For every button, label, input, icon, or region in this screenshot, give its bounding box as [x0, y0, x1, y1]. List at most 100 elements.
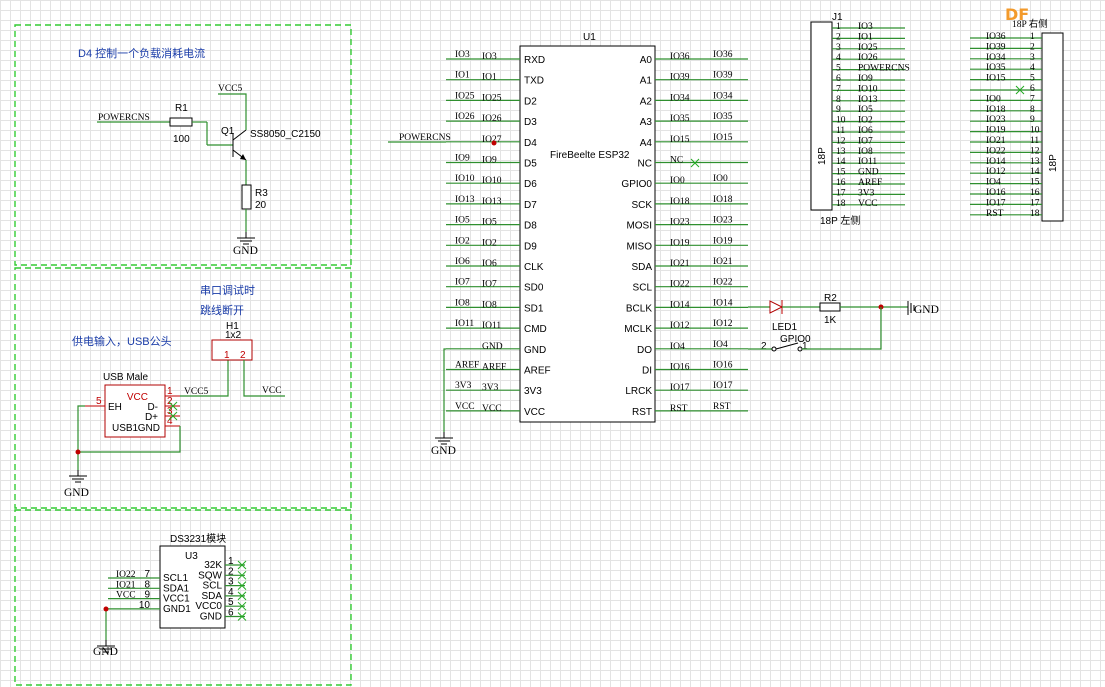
section-title-d4: D4 控制一个负载消耗电流: [78, 46, 205, 60]
usb-pin-num: 3: [167, 406, 173, 417]
u1-right-pin: A3: [640, 117, 653, 128]
u1-right-pin: RST: [632, 407, 652, 418]
j1-pin-num: 12: [836, 136, 846, 146]
u1-right-inner: RST: [670, 404, 688, 414]
u1-right-pin: NC: [638, 159, 652, 170]
u1-right-pin: BCLK: [626, 303, 652, 314]
u1-left-pin: GND: [524, 345, 546, 356]
u1-left-inner: IO13: [482, 197, 502, 207]
no-connect-mark: [1015, 85, 1025, 95]
u1-right-inner: IO22: [670, 280, 690, 290]
u3-left-num: 9: [144, 590, 150, 601]
q1-emitter-arrow: [240, 154, 246, 160]
j1-pin-num: 14: [836, 157, 846, 167]
u3-title: DS3231模块: [170, 533, 226, 545]
u1-left-net: IO26: [455, 112, 475, 122]
u1-left-pin: SD0: [524, 283, 544, 294]
j2-net: IO15: [986, 74, 1006, 84]
j2-pin-num: 17: [1030, 198, 1040, 208]
junction-dot: [75, 449, 81, 455]
net-label-usb-vcc5: VCC5: [184, 387, 209, 397]
u1-right-pin: LRCK: [625, 386, 652, 397]
j2-net: IO23: [986, 115, 1006, 125]
u1-ref: U1: [583, 32, 596, 43]
u1-left-inner: IO10: [482, 176, 502, 186]
u1-left-net: IO7: [455, 278, 470, 288]
j1-net: AREF: [858, 178, 882, 188]
u3-left-pin: VCC1: [163, 594, 190, 605]
j1-net: IO13: [858, 95, 878, 105]
j1-pin-num: 13: [836, 147, 846, 157]
u1-left-inner: IO9: [482, 156, 497, 166]
u1-left-net: IO1: [455, 71, 470, 81]
u1-right-net: IO21: [713, 257, 733, 267]
j2-net: IO36: [986, 32, 1006, 42]
q1-part: SS8050_C2150: [250, 129, 321, 140]
usb-title: USB Male: [103, 372, 148, 383]
j2-pin-num: 6: [1030, 84, 1035, 94]
r2-ref: R2: [824, 293, 837, 304]
j1-net: IO6: [858, 126, 873, 136]
u1-right-net: RST: [713, 402, 731, 412]
u1-right-net: IO16: [713, 361, 733, 371]
net-label-vcc5: VCC5: [218, 84, 243, 94]
switch-contact: [771, 346, 777, 352]
section-frame: [14, 509, 352, 686]
u1-left-pin: TXD: [524, 76, 544, 87]
no-connect-mark: [690, 158, 700, 168]
u1-right-net: IO12: [713, 319, 733, 329]
j2-net: RST: [986, 209, 1004, 219]
j2-pin-num: 8: [1030, 105, 1035, 115]
u1-left-net: IO8: [455, 298, 470, 308]
u1-left-net: IO13: [455, 195, 475, 205]
j1-net: IO25: [858, 43, 878, 53]
j2-pin-num: 11: [1030, 136, 1039, 146]
u1-right-pin: A2: [640, 96, 653, 107]
usb-pin-dminus: D-: [147, 402, 158, 413]
j2-pin-num: 15: [1030, 178, 1040, 188]
u3-right-num: 3: [228, 577, 234, 588]
u1-right-pin: A4: [640, 138, 653, 149]
wire: [105, 608, 108, 640]
u1-left-inner: 3V3: [482, 383, 499, 393]
u1-right-inner: IO0: [670, 176, 685, 186]
led1-ref: LED1: [772, 322, 797, 333]
no-connect-mark: [237, 570, 247, 580]
gnd-label-led: GND: [914, 304, 939, 316]
j2-pin-num: 9: [1030, 115, 1035, 125]
u1-right-net: IO17: [713, 381, 733, 391]
df-logo: DF: [1005, 5, 1029, 24]
switch-lever: [775, 342, 799, 350]
r3-ref: R3: [255, 188, 268, 199]
h1-ref: H1: [226, 321, 239, 332]
u3-right-num: 5: [228, 597, 234, 608]
u1-right-net: IO18: [713, 195, 733, 205]
j1-net: GND: [858, 168, 879, 178]
u1-left-inner: IO27: [482, 135, 502, 145]
j1-pin-num: 15: [836, 168, 846, 178]
net-label-u1-powercns: POWERCNS: [399, 133, 451, 143]
u1-right-pin: A1: [640, 76, 653, 87]
j1-pin-num: 1: [836, 22, 841, 32]
u1-right-net: IO0: [713, 174, 728, 184]
u1-left-net: IO3: [455, 50, 470, 60]
u1-right-inner: IO39: [670, 73, 690, 83]
j2-pin-num: 12: [1030, 146, 1040, 156]
j1-ref: J1: [832, 12, 843, 23]
net-label-h1-vcc: VCC: [262, 386, 282, 396]
u1-left-net: IO10: [455, 174, 475, 184]
gnd-label-q1: GND: [233, 245, 258, 257]
u1-left-pin: D8: [524, 221, 537, 232]
u1-right-inner: IO14: [670, 300, 690, 310]
r1-ref: R1: [175, 103, 188, 114]
junction-dot: [491, 140, 497, 146]
u1-left-inner: IO2: [482, 238, 497, 248]
u1-left-pin: D9: [524, 241, 537, 252]
usb-pin-num: 2: [167, 396, 173, 407]
section-subtitle-serial: 跳线断开: [200, 303, 244, 317]
section-title-serial: 串口调试时: [200, 284, 255, 297]
j2-pin-num: 2: [1030, 42, 1035, 52]
resistor-r1: [169, 117, 193, 127]
j1-pin-num: 8: [836, 95, 841, 105]
